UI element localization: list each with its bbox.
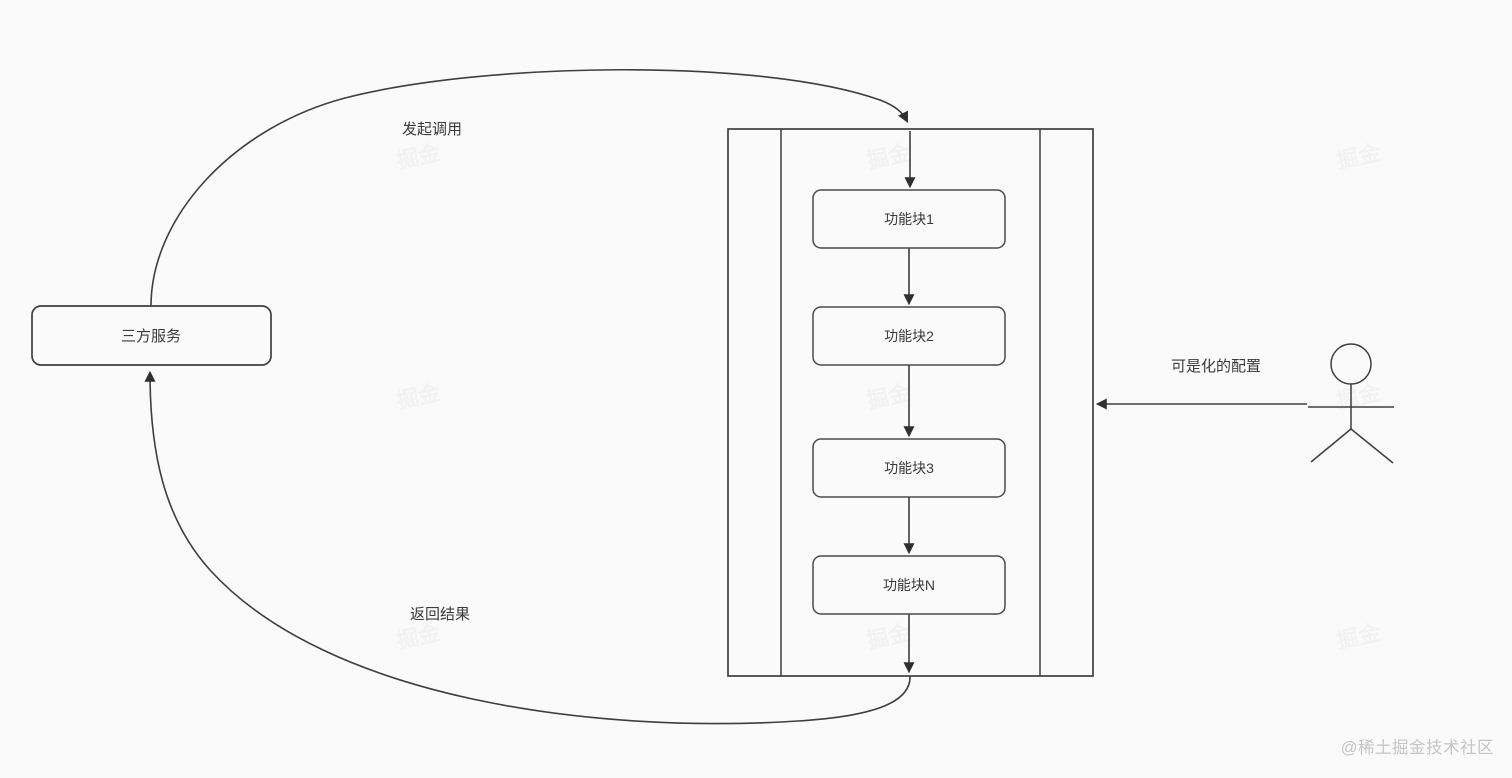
config-label: 可是化的配置 [1171,358,1261,375]
bg-watermark-tile: 掘金 [1334,620,1383,654]
bg-watermark-tile: 掘金 [864,380,913,414]
return-label: 返回结果 [410,606,470,623]
background-watermarks: 掘金 掘金 掘金 掘金 掘金 掘金 掘金 掘金 掘金 [394,140,1383,654]
call-label: 发起调用 [402,121,462,138]
function-block-1: 功能块1 [812,189,1006,249]
function-block-1-label: 功能块1 [884,211,934,227]
function-block-2-label: 功能块2 [884,328,934,344]
service-box: 三方服务 [31,305,272,366]
bg-watermark-tile: 掘金 [394,140,443,174]
bg-watermark-tile: 掘金 [864,140,913,174]
function-block-n-label: 功能块N [883,577,935,593]
function-block-2: 功能块2 [812,306,1006,366]
bg-watermark-tile: 掘金 [394,380,443,414]
bg-watermark-tile: 掘金 [1334,380,1383,414]
actor-left-leg [1310,428,1352,463]
function-block-3-label: 功能块3 [884,460,934,476]
bg-watermark-tile: 掘金 [394,620,443,654]
credit-watermark: @稀土掘金技术社区 [1341,738,1494,757]
bg-watermark-tile: 掘金 [864,620,913,654]
call-curve-arrow [150,68,908,307]
bg-watermark-tile: 掘金 [1334,140,1383,174]
actor-head [1330,343,1372,385]
actor-right-leg [1350,428,1394,464]
actor-stick-figure [1308,343,1394,464]
return-curve-arrow [144,370,911,725]
function-block-n: 功能块N [812,555,1006,615]
service-box-label: 三方服务 [121,328,181,345]
pipeline-flow-arrows [903,131,916,674]
function-block-3: 功能块3 [812,438,1006,498]
